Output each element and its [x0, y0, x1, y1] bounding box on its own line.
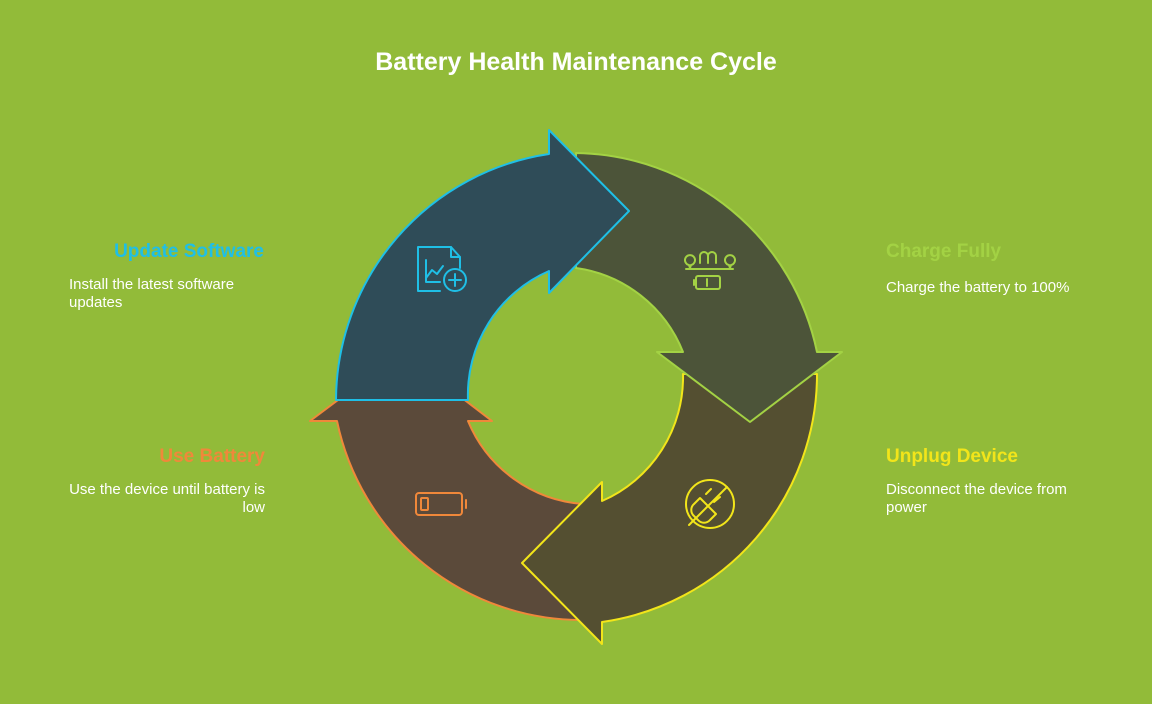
document-chart-plus-icon: [417, 246, 467, 292]
use-battery-arrow: [309, 351, 584, 622]
unplug-device-arrow: [521, 373, 819, 645]
unplug-device-title: Unplug Device: [886, 446, 1018, 467]
charge-fully-arrow: [575, 152, 843, 423]
use-battery-title: Use Battery: [159, 446, 265, 467]
charge-fully-title: Charge Fully: [886, 241, 1002, 262]
update-software-description: Install the latest software updates: [69, 276, 235, 311]
unplug-icon: [685, 479, 735, 529]
charge-fully-description: Charge the battery to 100%: [886, 279, 1070, 296]
battery-charging-icon: [684, 251, 736, 290]
update-software-arrow: [335, 129, 630, 401]
use-battery-description: Use the device until battery is low: [69, 481, 265, 516]
diagram-title: Battery Health Maintenance Cycle: [375, 48, 777, 76]
unplug-device-description: Disconnect the device from power: [886, 481, 1067, 516]
battery-low-icon: [415, 492, 467, 516]
update-software-title: Update Software: [114, 241, 264, 262]
